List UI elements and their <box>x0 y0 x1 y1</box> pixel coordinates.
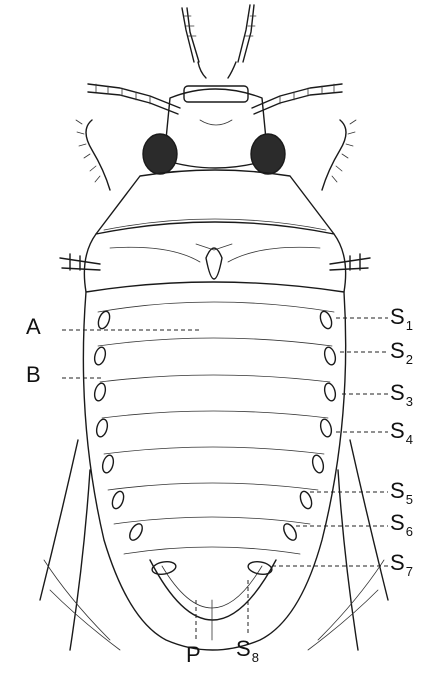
left-compound-eye <box>143 134 177 174</box>
label-S1: S1 <box>390 306 412 328</box>
label-A-text: A <box>26 314 41 339</box>
label-S3-letter: S <box>390 380 405 405</box>
label-S6-sub: 6 <box>406 524 413 539</box>
label-S2-sub: 2 <box>406 352 413 367</box>
label-S7-letter: S <box>390 550 405 575</box>
label-S6-letter: S <box>390 510 405 535</box>
label-S1-letter: S <box>390 304 405 329</box>
pronotum <box>96 170 334 234</box>
label-A: A <box>26 316 41 338</box>
label-S3-sub: 3 <box>406 394 413 409</box>
label-S8: S8 <box>236 638 258 660</box>
label-B: B <box>26 364 41 386</box>
label-S4-letter: S <box>390 418 405 443</box>
spiracles <box>93 310 337 576</box>
label-S3: S3 <box>390 382 412 404</box>
label-S7-sub: 7 <box>406 564 413 579</box>
label-S1-sub: 1 <box>406 318 413 333</box>
label-S2: S2 <box>390 340 412 362</box>
label-P: P <box>186 644 201 666</box>
right-compound-eye <box>251 134 285 174</box>
label-S4: S4 <box>390 420 412 442</box>
label-S2-letter: S <box>390 338 405 363</box>
label-S8-letter: S <box>236 636 251 661</box>
abdomen <box>83 282 345 650</box>
thorax <box>60 234 370 292</box>
label-S7: S7 <box>390 552 412 574</box>
antennae <box>182 5 256 78</box>
label-S4-sub: 4 <box>406 432 413 447</box>
head <box>143 86 285 174</box>
label-B-text: B <box>26 362 41 387</box>
label-S6: S6 <box>390 512 412 534</box>
label-S8-sub: 8 <box>252 650 259 665</box>
front-legs <box>76 84 356 190</box>
label-S5-letter: S <box>390 478 405 503</box>
label-S5: S5 <box>390 480 412 502</box>
label-S5-sub: 5 <box>406 492 413 507</box>
label-P-text: P <box>186 642 201 667</box>
